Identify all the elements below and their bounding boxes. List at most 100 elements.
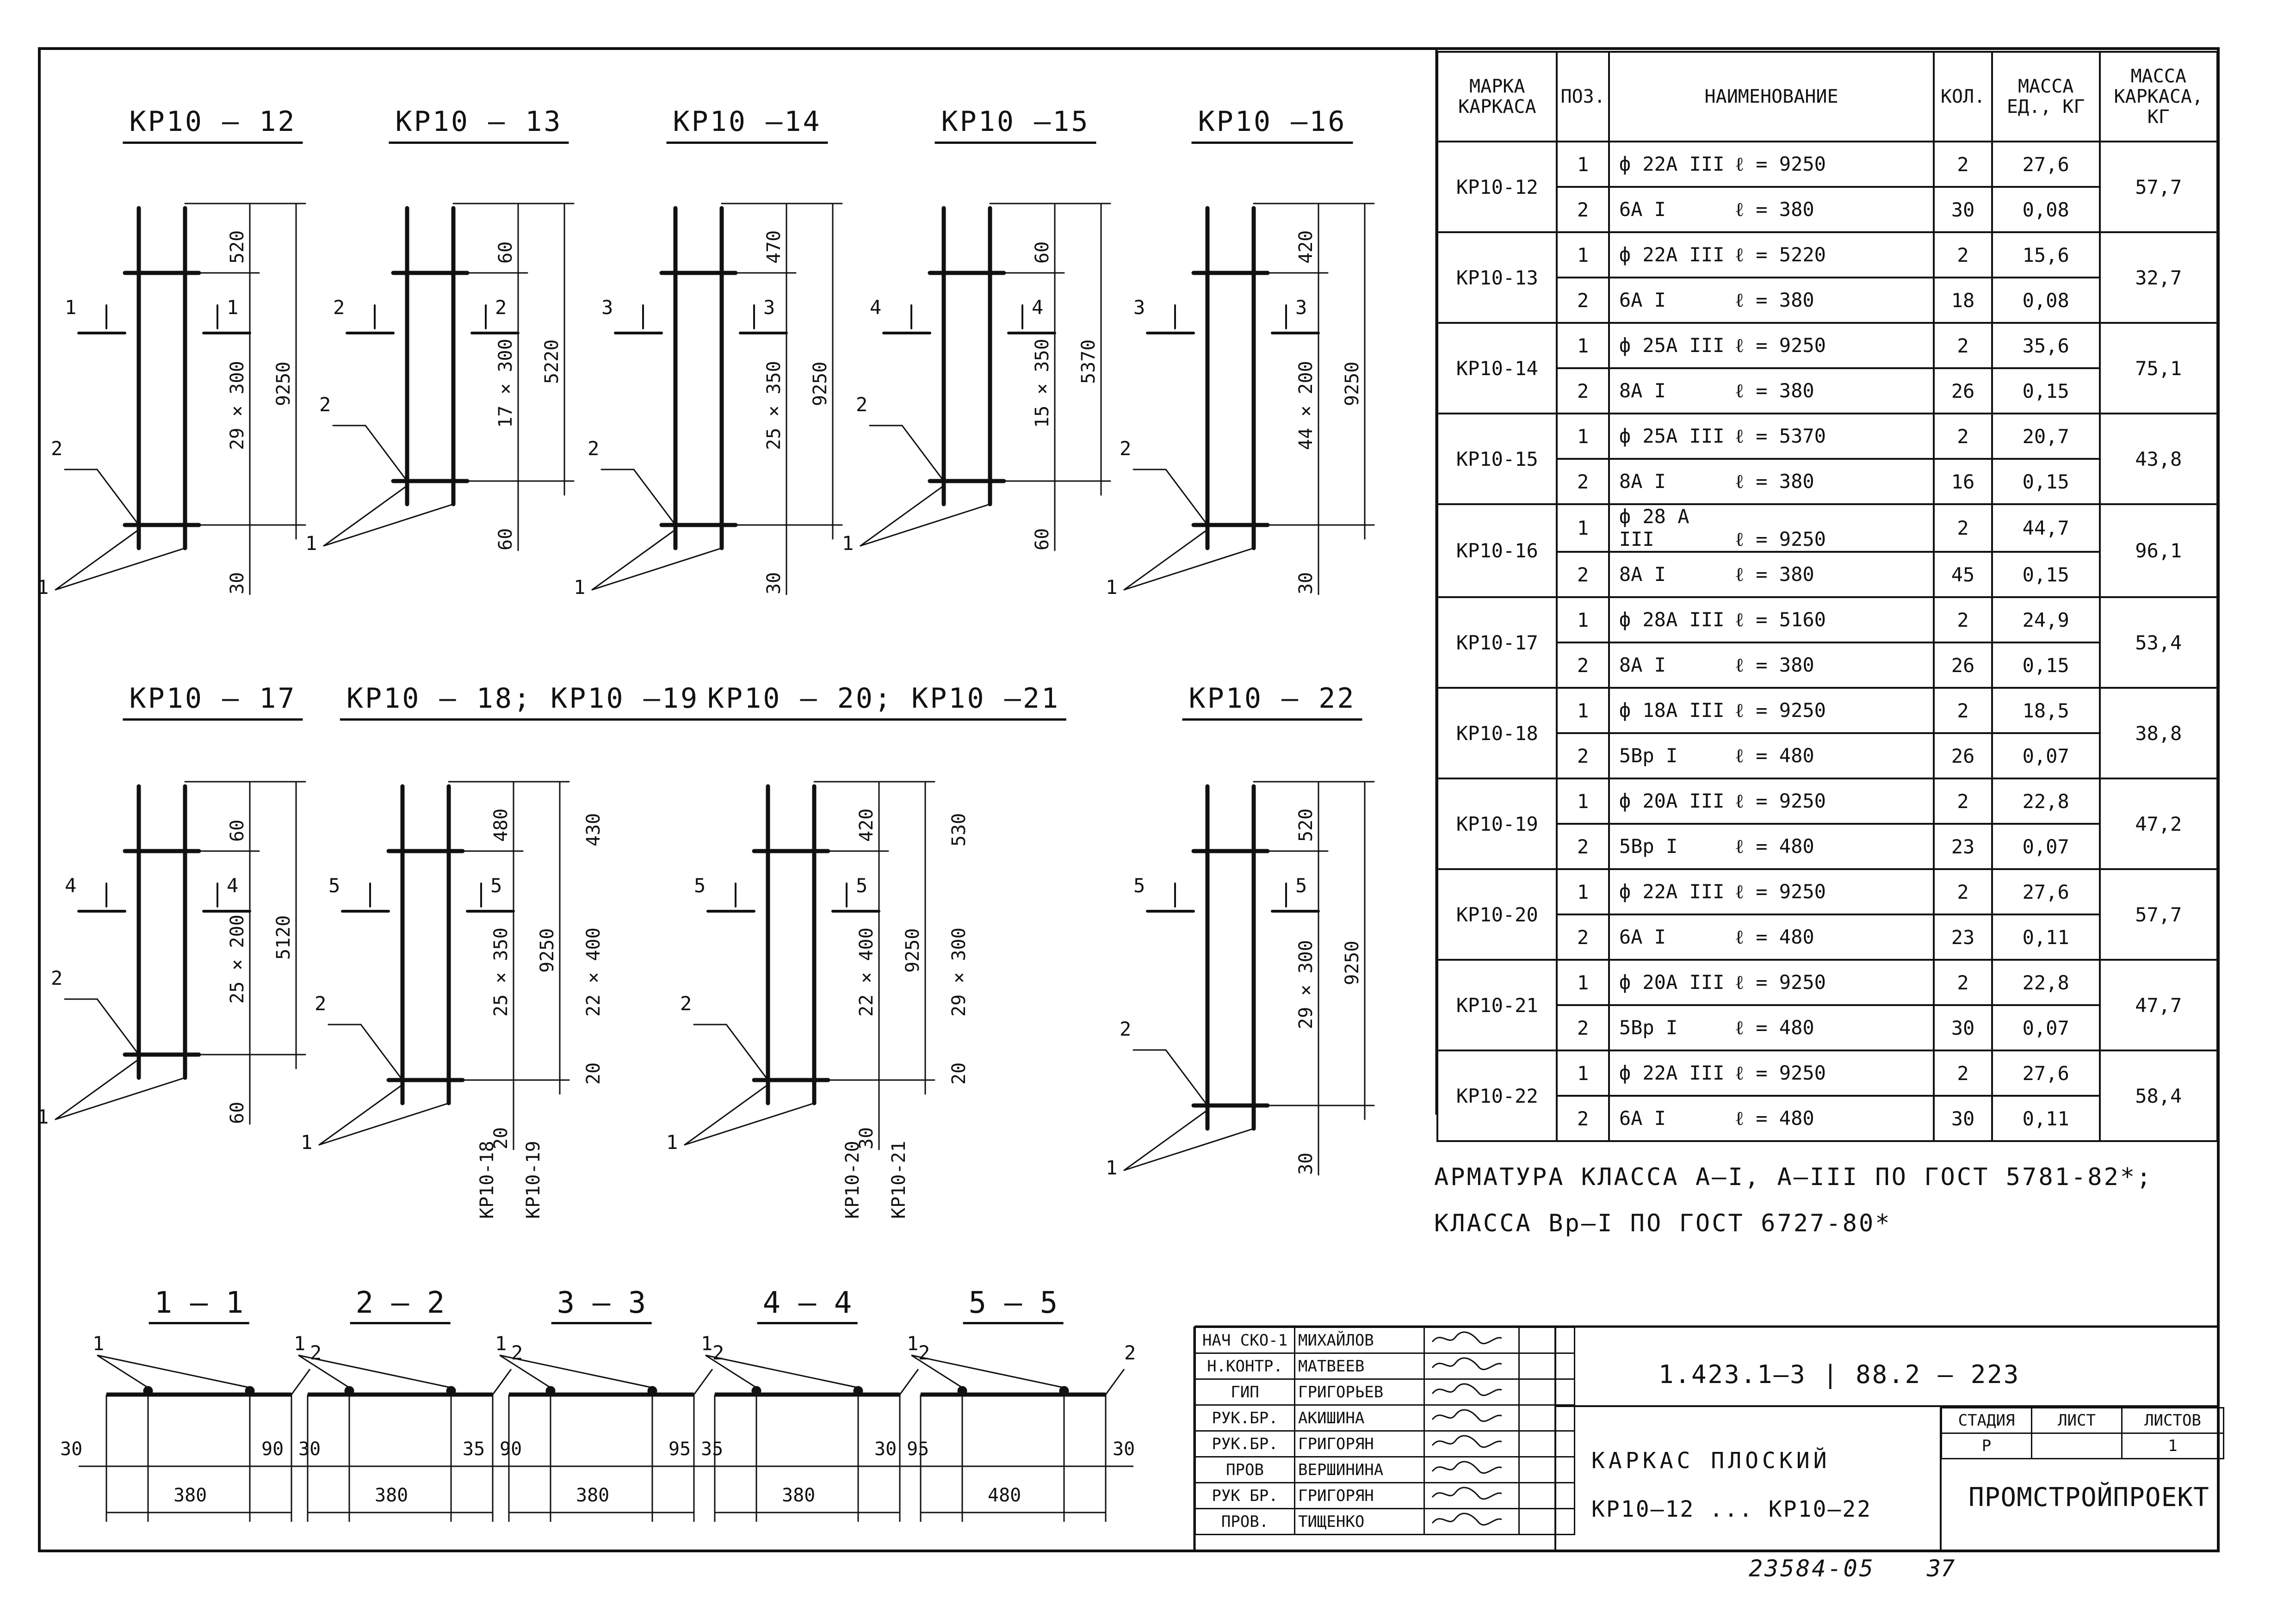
cell-pos: 2 — [1556, 277, 1610, 324]
handwritten-signature — [1431, 1331, 1502, 1345]
section-pos-2: 2 — [918, 1341, 930, 1364]
bar-length: ℓ = 380 — [1734, 379, 1814, 402]
bar-length: ℓ = 480 — [1734, 835, 1814, 858]
cell-unit-mass: 0,07 — [1991, 823, 2101, 870]
bar-designation: ф 20А III — [1619, 790, 1725, 812]
cell-pos: 1 — [1556, 959, 1610, 1006]
frame-title-kr10-22: КР10 – 22 — [1182, 682, 1362, 721]
section-pos-1: 1 — [93, 1332, 105, 1355]
leader — [1123, 1109, 1208, 1171]
dim-mid: 29 × 300 — [227, 360, 248, 450]
signature-name: АКИШИНА — [1294, 1404, 1425, 1432]
leader — [1165, 1049, 1208, 1106]
section-dim-left: 35 — [463, 1439, 485, 1460]
dim-bottom: 60 — [227, 1101, 248, 1124]
cell-unit-mass: 24,9 — [1991, 596, 2101, 643]
position-2-label: 2 — [680, 992, 692, 1015]
bar-designation: 6А I — [1619, 1107, 1666, 1130]
cell-frame-mass: 38,8 — [2098, 687, 2219, 779]
cell-unit-mass: 22,8 — [1991, 778, 2101, 825]
position-2-label: 2 — [856, 393, 868, 416]
sheet-header: ЛИСТ — [2031, 1407, 2123, 1434]
leader — [705, 1354, 757, 1389]
section-mark-label: 5 — [856, 874, 868, 897]
section-mark-label: 3 — [1295, 296, 1307, 319]
section-dim-width: 380 — [375, 1485, 408, 1506]
sub-frame-label: КР10-19 — [523, 1141, 544, 1219]
section-title: 3 – 3 — [551, 1286, 652, 1324]
cell-frame-mass: 75,1 — [2098, 322, 2219, 414]
cell-frame-mass: 53,4 — [2098, 596, 2219, 689]
dim-total: 9250 — [902, 928, 923, 973]
cell-name: 6А I ℓ = 480 — [1608, 1095, 1935, 1142]
date-cell — [1518, 1378, 1575, 1406]
stage-table: СТАДИЯ ЛИСТ ЛИСТОВ Р 1 — [1941, 1407, 2224, 1459]
section-dim-width: 380 — [782, 1485, 816, 1506]
cell-qty: 2 — [1933, 959, 1993, 1006]
leader — [492, 1369, 512, 1395]
signature-name: ТИЩЕНКО — [1294, 1508, 1425, 1535]
date-cell — [1518, 1352, 1575, 1380]
date-cell — [1518, 1404, 1575, 1432]
col-header-mark: МАРКА КАРКАСА — [1436, 51, 1558, 142]
leader — [298, 1354, 452, 1389]
dim-bottom: 30 — [1295, 1152, 1317, 1175]
cell-pos: 2 — [1556, 732, 1610, 779]
dim-bottom: 30 — [1295, 572, 1317, 594]
frame-title-kr10-18-19: КР10 – 18; КР10 –19 — [340, 682, 706, 721]
dim-mid-2: 22 × 400 — [583, 927, 604, 1017]
signature-row: РУК.БР.АКИШИНА — [1194, 1404, 1575, 1432]
signature-role: РУК БР. — [1194, 1482, 1295, 1509]
bar-designation: 8А I — [1619, 563, 1666, 586]
leader — [591, 529, 676, 591]
section-mark-label: 3 — [1133, 296, 1145, 319]
page-number: 37 — [1927, 1555, 1955, 1582]
col-header-frame-mass: МАССА КАРКАСА, КГ — [2098, 51, 2219, 142]
section-mark-label: 5 — [1133, 874, 1145, 897]
leader — [291, 1369, 311, 1395]
dim-top: 60 — [1032, 241, 1053, 264]
bar-length: ℓ = 480 — [1734, 1107, 1814, 1130]
cell-pos: 1 — [1556, 868, 1610, 915]
leader — [360, 1024, 403, 1081]
position-2-label: 2 — [51, 437, 63, 460]
section-mark-label: 5 — [490, 874, 502, 897]
section-mark-label: 5 — [694, 874, 706, 897]
position-1-label: 1 — [574, 576, 586, 599]
section-pos-1: 1 — [907, 1332, 919, 1355]
col-header-qty: КОЛ. — [1933, 51, 1993, 142]
cell-unit-mass: 20,7 — [1991, 413, 2101, 460]
cell-unit-mass: 0,08 — [1991, 277, 2101, 324]
cell-unit-mass: 27,6 — [1991, 141, 2101, 188]
frame-title-kr10-14: КР10 –14 — [666, 105, 828, 144]
bar-designation: 6А I — [1619, 289, 1666, 311]
bar-designation: 6А I — [1619, 198, 1666, 221]
signature-mark — [1423, 1404, 1520, 1432]
cell-unit-mass: 0,15 — [1991, 551, 2101, 598]
leader — [499, 1354, 653, 1389]
cell-unit-mass: 0,07 — [1991, 732, 2101, 779]
dim-bottom-2: 20 — [583, 1062, 604, 1085]
signature-role: ПРОВ — [1194, 1456, 1295, 1483]
position-1-label: 1 — [842, 532, 854, 555]
dim-total: 9250 — [537, 928, 558, 973]
cell-pos: 1 — [1556, 413, 1610, 460]
cell-qty: 2 — [1933, 503, 1993, 553]
cell-unit-mass: 0,11 — [1991, 914, 2101, 961]
signature-name: ГРИГОРЯН — [1294, 1482, 1425, 1509]
bar-designation: ф 20А III — [1619, 971, 1725, 994]
signature-row: РУК.БР.ГРИГОРЯН — [1194, 1430, 1575, 1457]
sub-frame-label: КР10-21 — [888, 1141, 910, 1219]
sub-frame-label: КР10-20 — [842, 1141, 863, 1219]
